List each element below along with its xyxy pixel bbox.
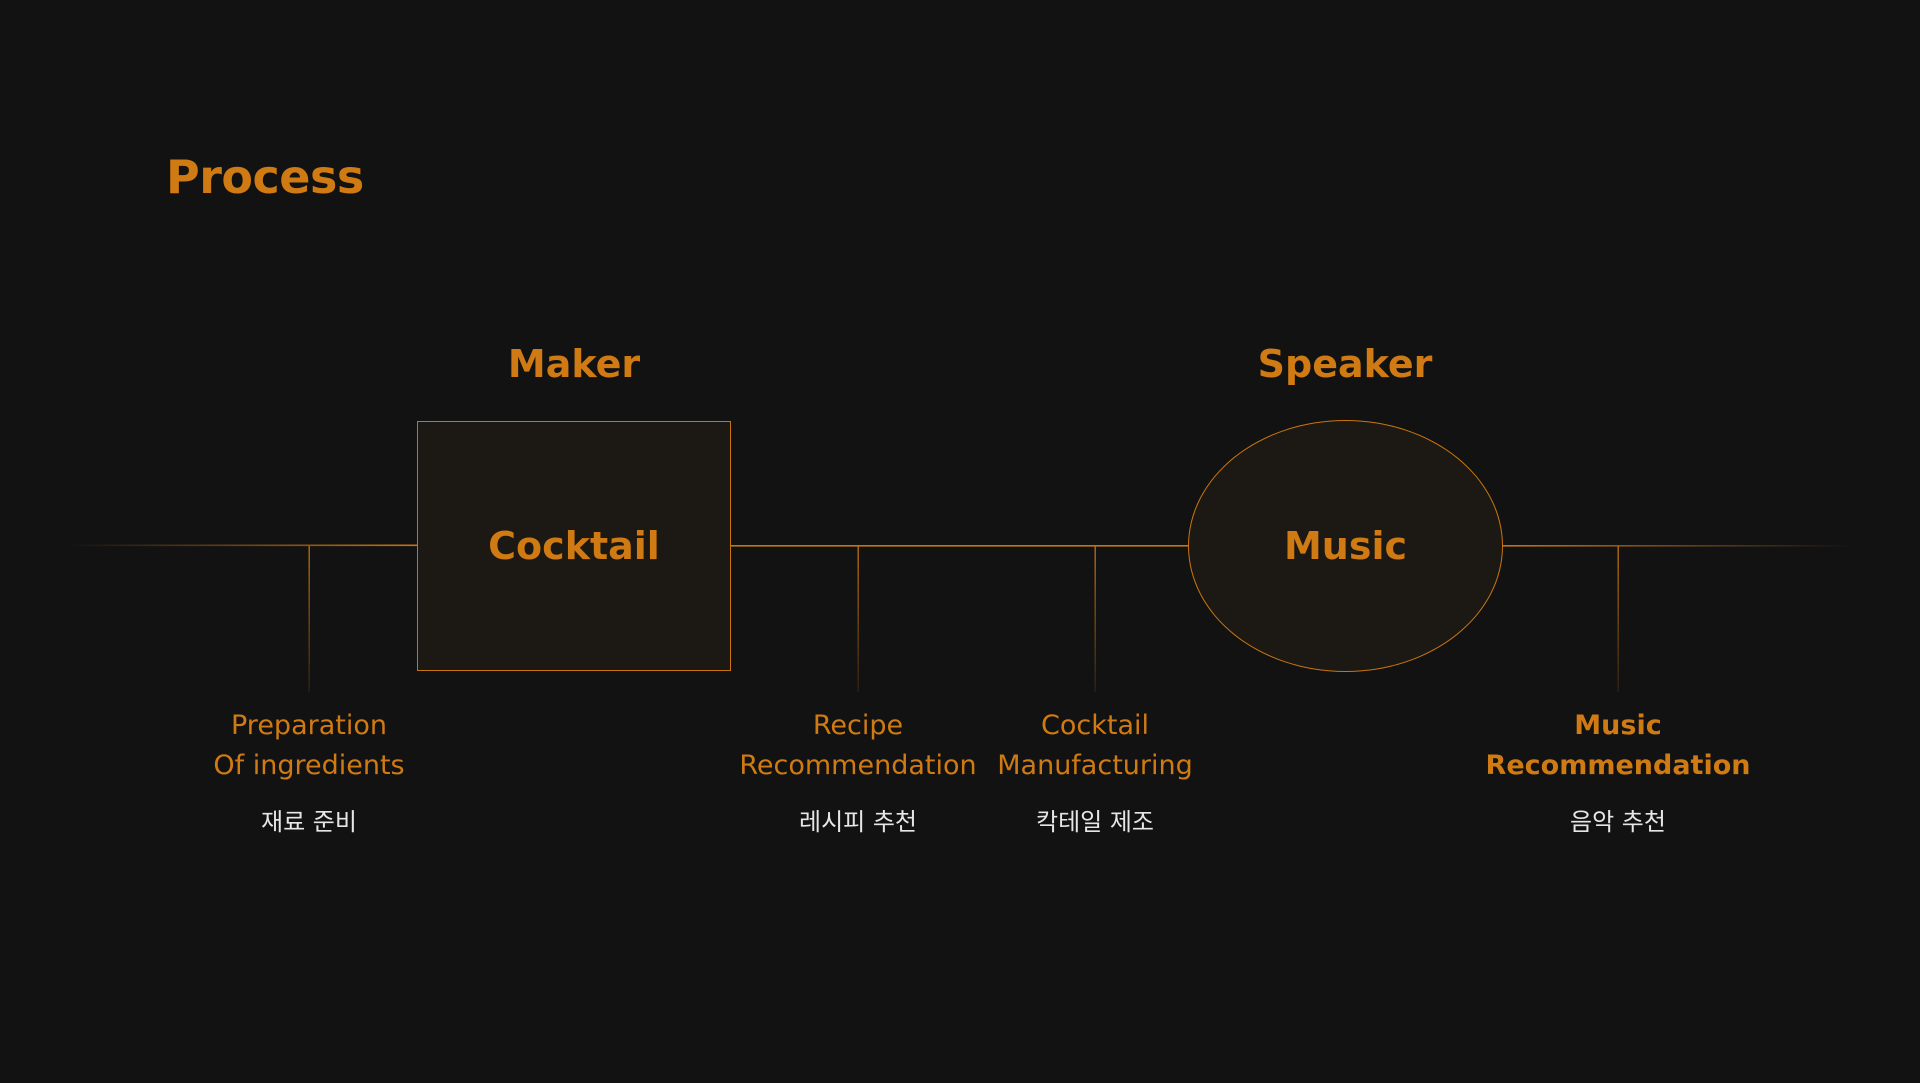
- connector-music-recommendation: [1617, 546, 1619, 692]
- step-music-recommendation-ko: 음악 추천: [1570, 808, 1666, 836]
- connector-manufacturing: [1094, 546, 1096, 692]
- step-manufacturing: Cocktail Manufacturing 칵테일 제조: [945, 706, 1245, 837]
- page-title: Process: [166, 150, 364, 204]
- step-recipe: Recipe Recommendation 레시피 추천: [708, 706, 1008, 837]
- step-preparation-ko: 재료 준비: [261, 808, 357, 836]
- timeline-right-segment: [1503, 545, 1853, 547]
- connector-recipe: [857, 546, 859, 692]
- step-recipe-en-line1: Recipe: [812, 710, 904, 741]
- connector-preparation: [308, 546, 310, 692]
- step-music-recommendation: Music Recommendation 음악 추천: [1468, 706, 1768, 837]
- step-music-recommendation-en-line2: Recommendation: [1485, 750, 1751, 781]
- timeline-middle-segment: [731, 545, 1188, 547]
- maker-caption: Maker: [507, 342, 641, 386]
- speaker-caption: Speaker: [1257, 342, 1433, 386]
- step-preparation-en-line2: Of ingredients: [213, 750, 405, 781]
- music-node: Music: [1188, 420, 1503, 672]
- step-preparation: Preparation Of ingredients 재료 준비: [159, 706, 459, 837]
- step-manufacturing-en-line2: Manufacturing: [997, 750, 1193, 781]
- step-manufacturing-en-line1: Cocktail: [1041, 710, 1149, 741]
- music-node-label: Music: [1283, 524, 1408, 568]
- cocktail-node-label: Cocktail: [488, 524, 660, 568]
- step-music-recommendation-en-line1: Music: [1574, 710, 1662, 741]
- timeline-left-segment: [68, 544, 417, 547]
- step-manufacturing-ko: 칵테일 제조: [1035, 808, 1155, 836]
- step-recipe-en-line2: Recommendation: [739, 750, 977, 781]
- step-recipe-ko: 레시피 추천: [798, 808, 918, 836]
- cocktail-node: Cocktail: [417, 421, 731, 671]
- step-preparation-en-line1: Preparation: [231, 710, 387, 741]
